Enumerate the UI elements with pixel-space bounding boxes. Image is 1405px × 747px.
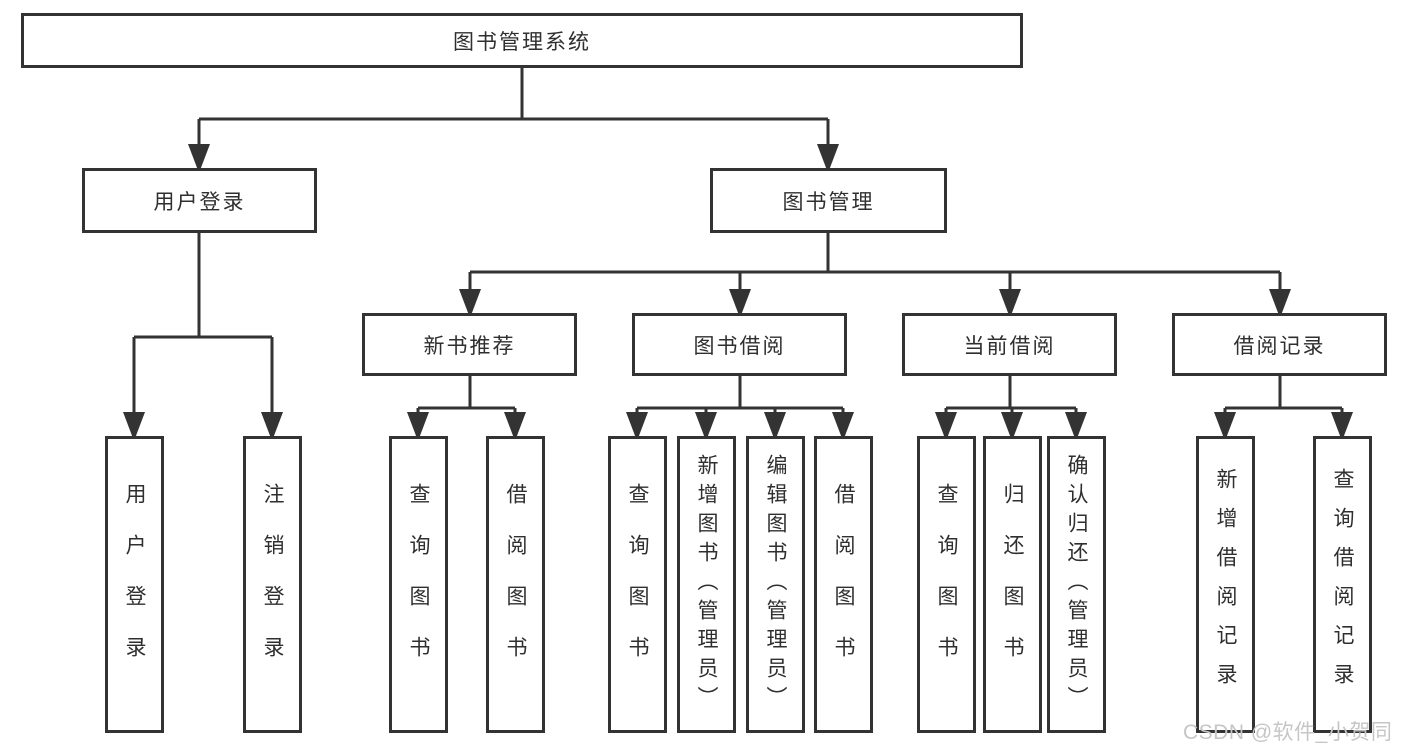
leaf-query-book-borrow-label: 查询图书	[626, 482, 649, 687]
node-root-label: 图书管理系统	[453, 30, 591, 54]
node-user-login: 用户登录	[82, 168, 317, 233]
node-book-management: 图书管理	[710, 168, 947, 233]
arrowheads-user-login-leaves	[123, 412, 283, 441]
leaf-query-book-recommend: 查询图书	[389, 436, 448, 733]
leaf-logout-login-label: 注销登录	[261, 482, 284, 687]
arrowheads-level3	[459, 289, 1291, 318]
leaf-query-book-recommend-label: 查询图书	[407, 482, 430, 687]
leaf-borrow-book-label: 借阅图书	[832, 482, 855, 687]
arrowheads-level2	[188, 144, 839, 173]
node-user-login-label: 用户登录	[153, 190, 246, 214]
leaf-edit-book-admin-label: 编辑图书（管理员）	[764, 454, 787, 715]
leaf-query-borrow-record: 查询借阅记录	[1313, 436, 1372, 733]
leaf-query-book-current-label: 查询图书	[935, 482, 958, 687]
node-current-borrow: 当前借阅	[902, 313, 1117, 376]
leaf-borrow-book-recommend-label: 借阅图书	[504, 482, 527, 687]
node-new-book-recommend: 新书推荐	[362, 313, 577, 376]
node-book-borrow-label: 图书借阅	[693, 334, 786, 358]
csdn-watermark: CSDN @软件_小贺同学	[1183, 721, 1393, 744]
leaf-borrow-book: 借阅图书	[814, 436, 873, 733]
node-book-management-label: 图书管理	[782, 190, 875, 214]
connector-root-to-level2	[197, 68, 830, 146]
leaf-query-book-borrow: 查询图书	[608, 436, 667, 733]
leaf-user-login: 用户登录	[105, 436, 164, 733]
connector-book-mgmt-to-level3	[468, 233, 1282, 291]
leaf-add-borrow-record: 新增借阅记录	[1196, 436, 1255, 733]
leaf-add-book-admin: 新增图书（管理员）	[677, 436, 736, 733]
leaf-query-borrow-record-label: 查询借阅记录	[1331, 467, 1354, 702]
connector-records-to-leaves	[1223, 376, 1344, 414]
leaf-edit-book-admin: 编辑图书（管理员）	[746, 436, 805, 733]
connector-new-rec-to-leaves	[416, 376, 517, 414]
leaf-confirm-return-admin-label: 确认归还（管理员）	[1065, 454, 1088, 715]
leaf-return-book-label: 归还图书	[1001, 482, 1024, 687]
connector-borrow-to-leaves	[635, 376, 845, 414]
leaf-return-book: 归还图书	[983, 436, 1042, 733]
connector-user-login-to-leaves	[132, 233, 274, 414]
connector-current-to-leaves	[944, 376, 1078, 414]
node-current-borrow-label: 当前借阅	[963, 334, 1056, 358]
node-borrow-records: 借阅记录	[1172, 313, 1387, 376]
leaf-add-borrow-record-label: 新增借阅记录	[1214, 467, 1237, 702]
node-book-borrow: 图书借阅	[632, 313, 847, 376]
node-new-book-recommend-label: 新书推荐	[423, 334, 516, 358]
leaf-add-book-admin-label: 新增图书（管理员）	[695, 454, 718, 715]
node-root: 图书管理系统	[21, 13, 1023, 68]
leaf-logout-login: 注销登录	[243, 436, 302, 733]
leaf-query-book-current: 查询图书	[917, 436, 976, 733]
node-borrow-records-label: 借阅记录	[1233, 334, 1326, 358]
leaf-confirm-return-admin: 确认归还（管理员）	[1047, 436, 1106, 733]
leaf-user-login-label: 用户登录	[123, 482, 146, 687]
leaf-borrow-book-recommend: 借阅图书	[486, 436, 545, 733]
arrowheads-leaf-level	[407, 412, 1353, 441]
